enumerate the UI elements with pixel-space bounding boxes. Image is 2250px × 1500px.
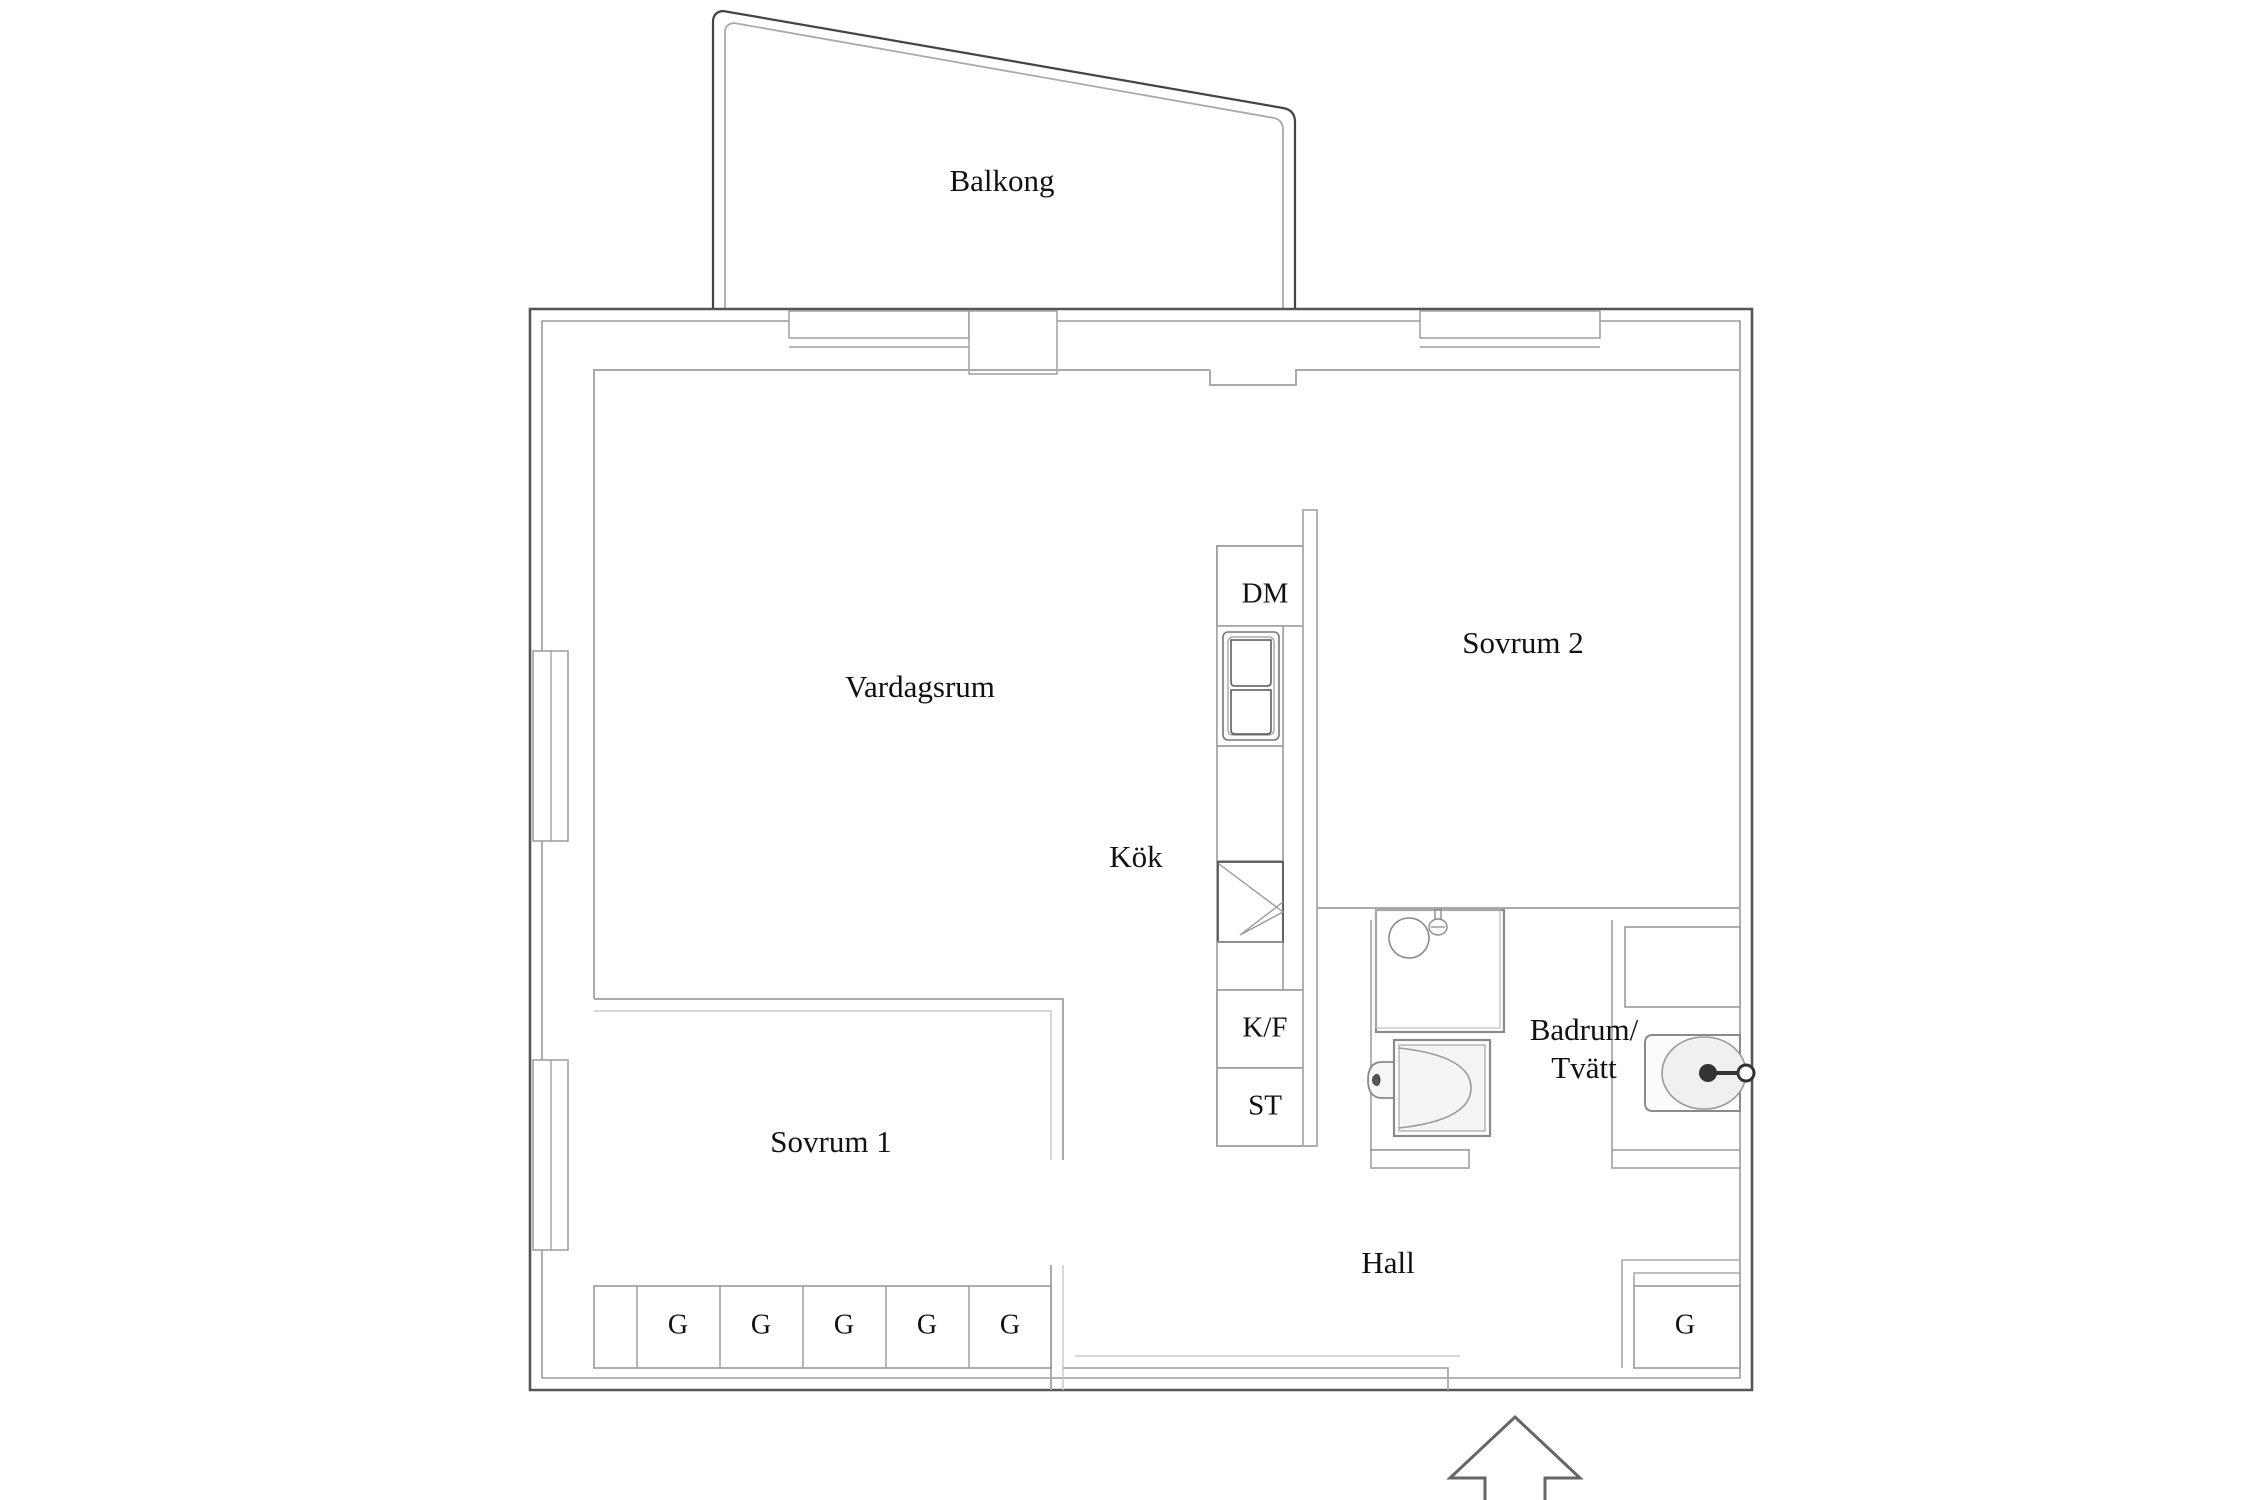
hall-entry-threshold <box>1063 1355 1460 1390</box>
room-label-hall: Hall <box>1361 1245 1414 1280</box>
wardrobe-label-5: G <box>1000 1309 1020 1340</box>
bedroom2-kitchen-wall <box>1302 509 1740 1147</box>
wardrobe-label-2: G <box>751 1309 771 1340</box>
wardrobe-label-1: G <box>668 1309 688 1340</box>
room-label-badrum-line1: Badrum/ <box>1530 1012 1639 1047</box>
room-label-kok: Kök <box>1109 839 1163 874</box>
room-label-sovrum-2: Sovrum 2 <box>1462 625 1583 660</box>
kitchen-cabinet-run <box>1216 545 1314 1147</box>
living-room-partition <box>593 369 1740 999</box>
wardrobe-label-3: G <box>834 1309 854 1340</box>
appliance-label-dishwasher: DM <box>1242 578 1289 610</box>
entrance-direction-arrow <box>1446 1414 1584 1500</box>
appliance-label-storage: ST <box>1248 1090 1282 1122</box>
bedroom1-wardrobe-row <box>593 1285 1052 1369</box>
washing-machine-icon <box>1624 926 1741 1008</box>
shower-with-drain-icon <box>1374 908 1506 1034</box>
appliance-label-fridge-freezer: K/F <box>1242 1012 1287 1044</box>
stove-hob-icon <box>1217 861 1285 943</box>
double-basin-sink-icon <box>1222 631 1280 741</box>
wardrobe-label-4: G <box>917 1309 937 1340</box>
wardrobe-label-6: G <box>1675 1309 1695 1340</box>
balcony-outline <box>711 9 1297 310</box>
room-label-balkong: Balkong <box>949 163 1054 198</box>
room-label-badrum-line2: Tvätt <box>1551 1050 1617 1085</box>
hall-wardrobe <box>1621 1259 1741 1369</box>
room-label-sovrum-1: Sovrum 1 <box>770 1124 891 1159</box>
wash-basin-icon <box>1644 1034 1756 1112</box>
left-wall-windows <box>532 650 569 1251</box>
outer-wall <box>528 307 1754 1392</box>
toilet-icon <box>1367 1038 1492 1138</box>
room-label-vardagsrum: Vardagsrum <box>845 669 995 704</box>
balcony-door-and-windows <box>788 310 1601 375</box>
bathroom-partition <box>1367 908 1756 1169</box>
